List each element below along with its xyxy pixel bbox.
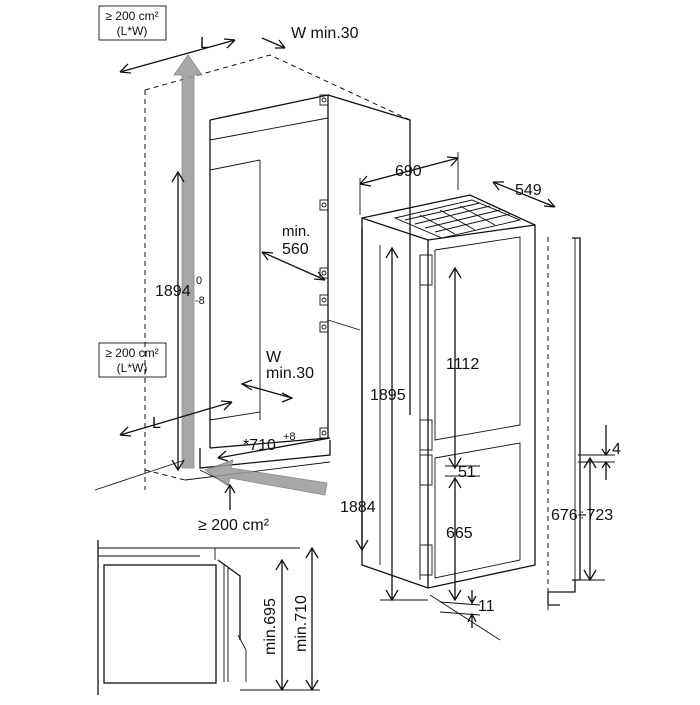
dim-665-label: 665 bbox=[446, 525, 473, 542]
dim-L-top-label: L bbox=[200, 35, 209, 52]
appliance-drawing bbox=[361, 194, 536, 589]
dim-1884-label: 1884 bbox=[340, 499, 376, 516]
dim-L-bottom-label: L bbox=[152, 415, 161, 432]
dim-area-bottom: ≥ 200 cm² bbox=[198, 483, 270, 534]
dim-W-mid-label-a: W bbox=[266, 349, 282, 366]
hinge-icon bbox=[319, 94, 329, 106]
dim-51-label: 51 bbox=[458, 464, 476, 481]
area-box-mid-line1: ≥ 200 cm² bbox=[105, 346, 158, 360]
dim-560-label: 560 bbox=[282, 241, 309, 258]
area-box-top-line2: (L*W) bbox=[117, 24, 148, 38]
dim-min-695: min.695 bbox=[262, 558, 289, 692]
dim-11: 11 bbox=[429, 590, 501, 641]
dim-W-top-label: W min.30 bbox=[291, 25, 359, 42]
dim-1894-sub: -8 bbox=[195, 295, 205, 307]
dim-1884: 1884 bbox=[340, 228, 376, 552]
airflow-up-arrow bbox=[173, 54, 203, 469]
dim-11-label: 11 bbox=[478, 598, 495, 615]
dim-min-label: min. bbox=[282, 223, 310, 240]
dim-min-710-label: min.710 bbox=[293, 595, 310, 652]
dim-676-723-label: 676÷723 bbox=[551, 507, 613, 524]
dim-690-label: 690 bbox=[395, 163, 422, 180]
dim-1894-label: 1894 bbox=[155, 283, 191, 300]
dim-W-top: W min.30 bbox=[261, 25, 359, 49]
hinge-icon bbox=[319, 199, 329, 211]
dim-area-bottom-label: ≥ 200 cm² bbox=[198, 517, 270, 534]
dim-min-710: min.710 bbox=[293, 546, 319, 692]
dim-690: 690 bbox=[359, 152, 459, 215]
dim-L-bottom: L bbox=[119, 400, 233, 437]
dim-4-label: 4 bbox=[612, 441, 621, 458]
dim-L-top: L bbox=[119, 35, 236, 74]
dim-1894: 1894 0 -8 bbox=[155, 170, 205, 472]
hinge-icon bbox=[319, 294, 329, 306]
area-box-mid: ≥ 200 cm² (L*W) bbox=[98, 342, 167, 378]
area-box-top-line1: ≥ 200 cm² bbox=[105, 9, 158, 23]
airflow-in-arrow bbox=[204, 459, 328, 496]
dim-51: 51 bbox=[445, 464, 480, 481]
dim-4: 4 bbox=[601, 425, 621, 480]
cabinet-drawing bbox=[94, 54, 411, 491]
detail-drawing bbox=[97, 540, 320, 695]
dim-min-695-label: min.695 bbox=[262, 598, 279, 655]
area-box-top: ≥ 200 cm² (L*W) bbox=[98, 5, 167, 41]
dim-549: 549 bbox=[492, 181, 556, 208]
dim-1112: 1112 bbox=[446, 266, 479, 470]
hinge-icon bbox=[319, 427, 329, 439]
area-box-mid-line2: (L*W) bbox=[117, 361, 148, 375]
dim-1112-label: 1112 bbox=[446, 356, 479, 373]
dim-710-label: *710 bbox=[243, 437, 276, 454]
dim-1895: 1895 bbox=[370, 246, 428, 602]
dim-1894-sup: 0 bbox=[196, 275, 202, 287]
dim-676-723: 676÷723 bbox=[551, 456, 613, 582]
dim-710: *710 +8 bbox=[217, 431, 331, 462]
dim-665: 665 bbox=[446, 476, 473, 602]
dim-1895-label: 1895 bbox=[370, 387, 406, 404]
door-profile-drawing bbox=[547, 237, 615, 610]
dim-min-560: min. 560 bbox=[261, 223, 326, 281]
dim-549-label: 549 bbox=[515, 182, 542, 199]
dim-W-mid: W min.30 bbox=[240, 349, 314, 403]
dim-W-mid-label-b: min.30 bbox=[266, 365, 314, 382]
dim-710-sup: +8 bbox=[283, 431, 296, 443]
hinge-icon bbox=[319, 321, 329, 333]
